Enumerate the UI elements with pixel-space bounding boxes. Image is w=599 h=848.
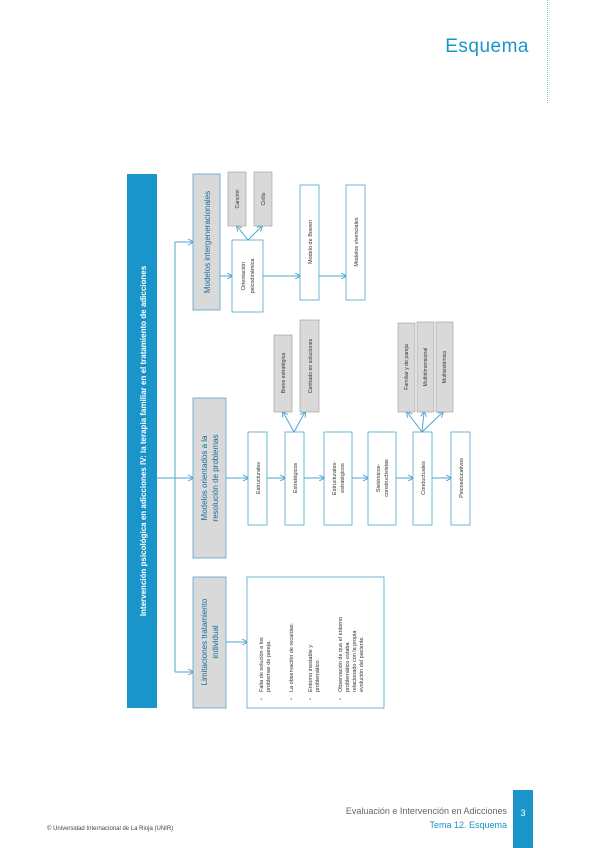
node-estructurales [247,431,268,526]
bullet-marker: • [259,698,265,700]
bullet-text: La observación de recaídas. [289,622,295,692]
node-centrado-soluciones-label: Centrado en soluciones [308,338,314,393]
node-multidimensional [416,321,435,413]
node-centrado-soluciones [299,319,320,413]
node-breve-estrategica [273,334,293,413]
page-heading: Esquema [445,36,529,57]
header-divider [547,0,548,103]
category-limitaciones-label-1: Limitaciones tratamiento [200,598,209,685]
category-resolucion-label-2: resolución de problemas [211,434,220,521]
category-resolucion-label-1: Modelos orientados a la [200,435,209,520]
node-conductuales [412,431,433,526]
intergeneracionales-connectors [220,226,346,276]
node-cancrini-label: Cancrini [235,189,241,208]
footer-copyright: © Universidad Internacional de La Rioja … [47,826,174,832]
resolucion-connectors [226,412,451,478]
bullet-marker: • [289,698,295,700]
node-modelo-bowen-label: Modelo de Bowen [308,220,314,264]
bullet-text: relacionado con la propia [352,630,358,692]
node-cirillo-label: Cirillo [261,192,267,205]
node-estructurales-estrategicos-label-1: Estructurales- [332,461,338,495]
node-estructurales-estrategicos-label-2: estratégicos [340,463,346,493]
node-sistemicos-label-2: constructivistas [384,459,390,497]
bullet-marker: • [338,698,344,700]
bullet-text: evolución del paciente. [359,636,365,692]
bullet-text: problemático estaba [345,642,351,692]
node-multisistemico [435,321,454,413]
node-estructurales-estrategicos [323,431,353,526]
bullet-marker: • [308,698,314,700]
node-sistemicos-label-1: Sistémicos- [376,464,382,493]
category-intergeneracionales-label: Modelos intergeneracionales [203,191,212,293]
footer-course: Evaluación e Intervención en Adicciones [345,806,507,816]
bullet-text: problemas de pareja. [266,640,272,692]
bullet-text: Observación de que el entorno [338,617,344,692]
trunk-connector [157,242,193,672]
page-number-badge: 3 [513,790,533,848]
main-title-bar [127,174,157,708]
limitaciones-bullets: • Falta de solución a los problemas de p… [259,617,365,700]
node-familiar-pareja-label: Familiar y de pareja [404,344,410,390]
node-psicoeducativos [450,431,471,526]
category-limitaciones [192,576,227,709]
node-orientacion-psicodinamica [231,239,264,313]
node-modelo-bowen [299,184,320,301]
node-orientacion-label-1: Orientación [241,262,247,290]
node-estrategicos-label: Estratégicos [293,463,299,494]
node-sistemicos [367,431,397,526]
node-estrategicos [284,431,305,526]
node-cirillo [253,171,273,227]
category-limitaciones-label-2: individual [211,625,220,659]
page-number: 3 [520,808,526,818]
node-multisistemico-label: Multisistémico [442,351,448,384]
node-breve-estrategica-label: Breve estratégica [281,353,287,393]
category-intergeneracionales [192,173,221,311]
node-conductuales-label: Conductuales [421,461,427,495]
node-cancrini [227,171,247,227]
node-multidimensional-label: Multidimensional [423,348,429,387]
node-familiar-pareja [397,322,416,413]
footer-topic: Tema 12. Esquema [429,820,507,830]
bullet-text: problemático. [315,659,321,692]
node-psicoeducativos-label: Psicoeducativos [459,458,465,498]
bullet-text: Entorno inestable y [308,645,314,692]
limitaciones-bullet-box [246,576,385,709]
node-estructurales-label: Estructurales [256,462,262,494]
node-modelos-vivenciales-label: Modelos vivenciales [354,217,360,266]
bullet-text: Falta de solución a los [259,637,265,692]
category-resolucion [192,397,227,559]
node-orientacion-label-2: psicodinámica [250,258,256,294]
node-modelos-vivenciales [345,184,366,301]
main-title: Intervención psicológica en adicciones I… [139,265,148,616]
